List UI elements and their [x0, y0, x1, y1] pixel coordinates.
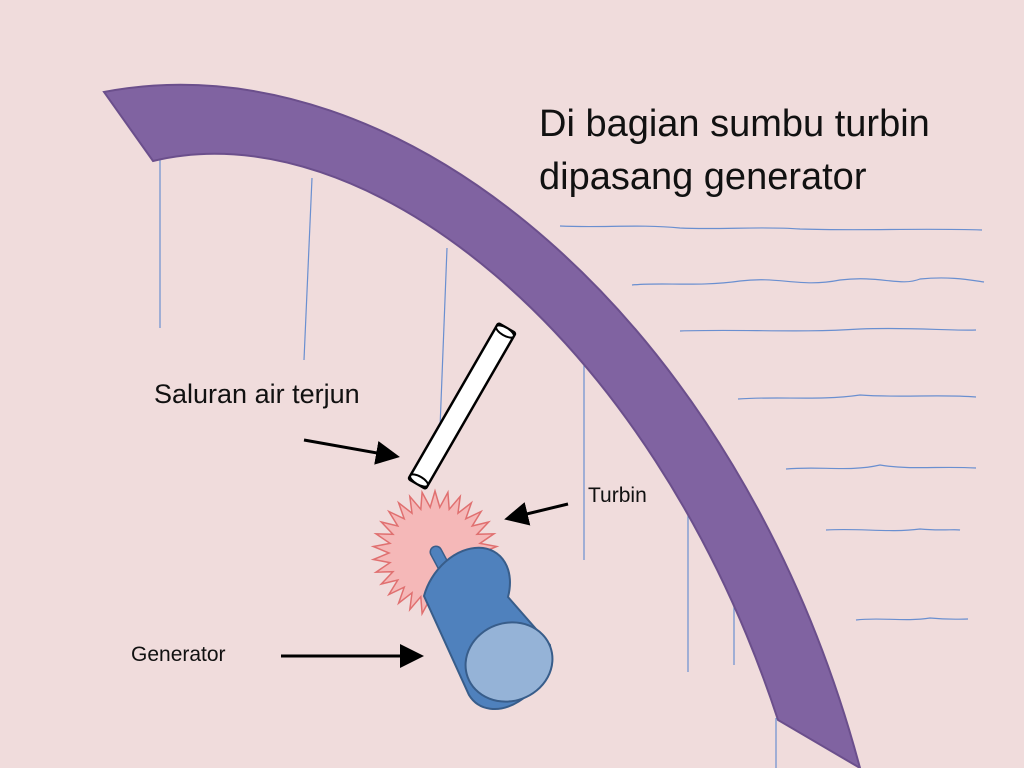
water-line	[855, 617, 969, 621]
pointer-arrows	[281, 438, 569, 668]
water-line	[631, 277, 985, 286]
slide-title-line-1: Di bagian sumbu turbin	[539, 103, 930, 145]
water-line	[737, 394, 977, 400]
slide-title-line-2: dipasang generator	[539, 156, 867, 198]
turbine-arrow	[504, 502, 569, 526]
generator-icon	[422, 545, 554, 711]
water-channel-pipe	[407, 322, 517, 490]
generator-label: Generator	[131, 643, 226, 666]
generator-face	[464, 621, 554, 703]
water-line	[559, 225, 983, 231]
vertical-line	[439, 247, 448, 429]
vertical-line	[303, 177, 313, 361]
reservoir-water-lines	[559, 225, 985, 621]
water-line	[679, 327, 977, 332]
channel-arrow	[303, 438, 400, 465]
water-line	[785, 464, 977, 470]
channel-label: Saluran air terjun	[154, 379, 360, 409]
water-line	[825, 528, 961, 532]
turbine-label: Turbin	[588, 484, 647, 507]
dam-wall	[102, 83, 862, 768]
